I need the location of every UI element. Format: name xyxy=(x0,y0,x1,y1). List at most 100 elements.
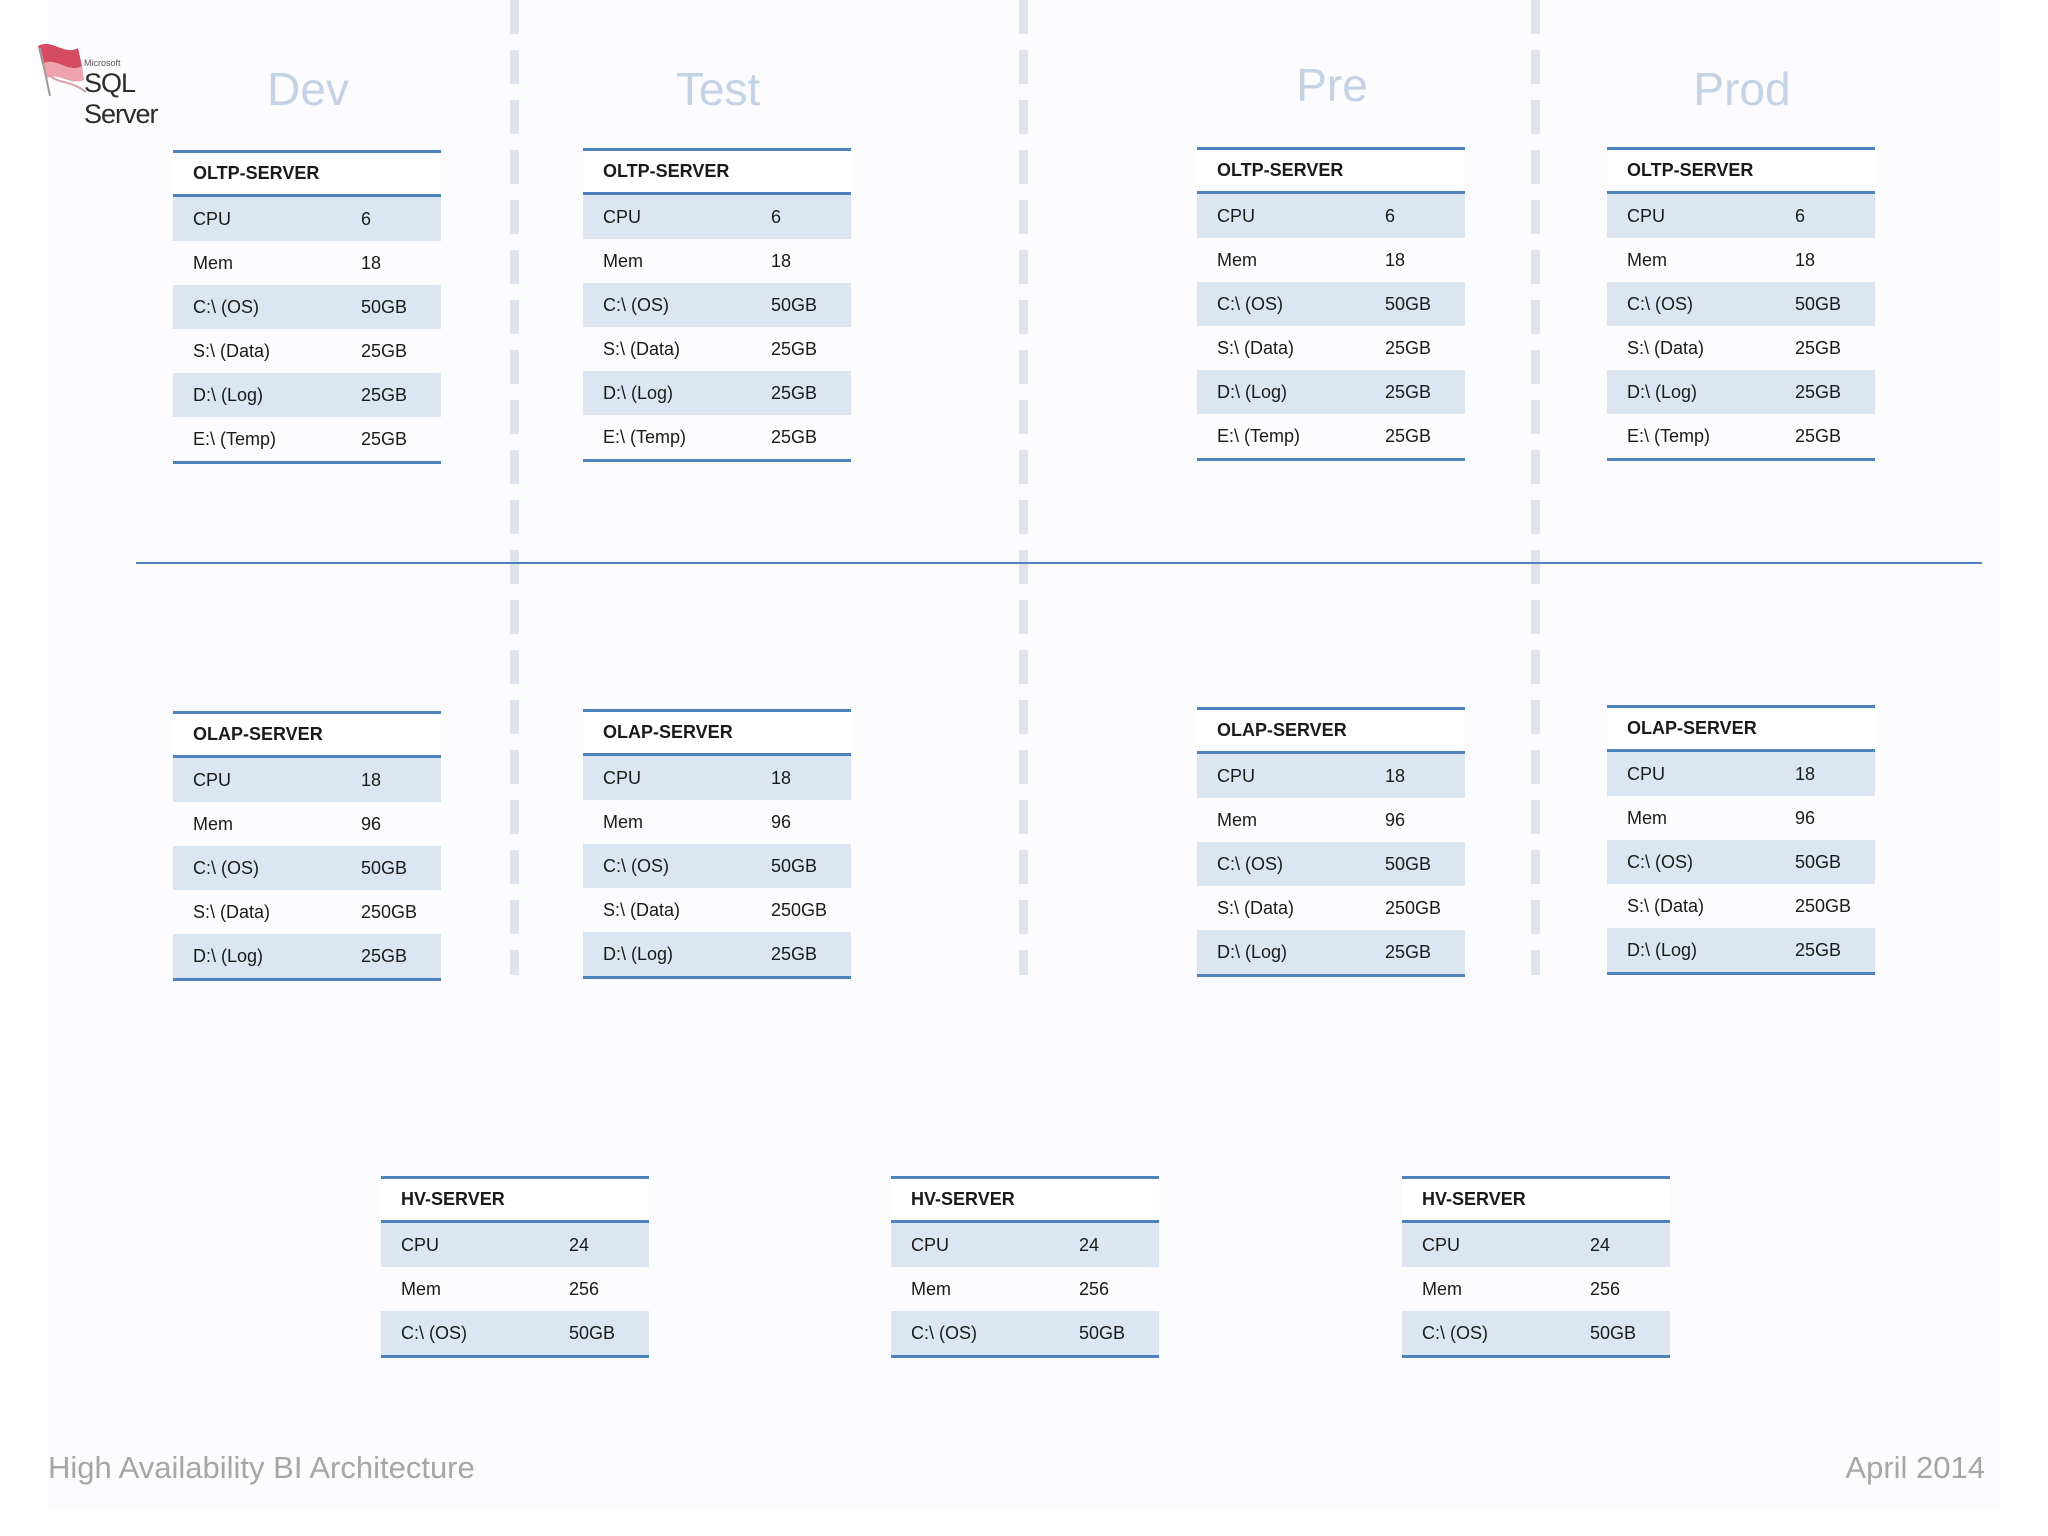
spec-value: 250GB xyxy=(1385,897,1442,918)
spec-value: 18 xyxy=(1385,249,1406,270)
spec-label: Mem xyxy=(1627,807,1667,828)
spec-label: Mem xyxy=(401,1278,441,1299)
spec-value: 18 xyxy=(361,252,382,273)
spec-label: D:\ (Log) xyxy=(173,373,341,417)
spec-value: 50GB xyxy=(1059,1311,1159,1358)
spec-label: C:\ (OS) xyxy=(583,283,751,327)
spec-value: 50GB xyxy=(1775,840,1875,884)
spec-label: Mem xyxy=(1217,249,1257,270)
spec-label: S:\ (Data) xyxy=(1217,897,1295,918)
spec-label: D:\ (Log) xyxy=(1607,928,1775,975)
spec-label: C:\ (OS) xyxy=(1402,1311,1570,1358)
spec-value: 256 xyxy=(569,1278,600,1299)
spec-label: CPU xyxy=(583,193,751,239)
spec-value: 50GB xyxy=(1365,842,1465,886)
spec-label: CPU xyxy=(173,756,341,802)
spec-label: CPU xyxy=(1607,192,1775,238)
spec-label: C:\ (OS) xyxy=(173,285,341,329)
spec-label: D:\ (Log) xyxy=(583,932,751,979)
spec-label: S:\ (Data) xyxy=(1627,337,1705,358)
spec-label: E:\ (Temp) xyxy=(1607,414,1775,461)
spec-label: D:\ (Log) xyxy=(583,371,751,415)
environment-divider xyxy=(1019,0,1028,975)
spec-value: 25GB xyxy=(1775,928,1875,975)
spec-value: 96 xyxy=(361,813,382,834)
spec-value: 25GB xyxy=(1365,414,1465,461)
spec-value: 25GB xyxy=(341,417,441,464)
spec-value: 25GB xyxy=(751,415,851,462)
logo-maker-text: Microsoft xyxy=(84,58,121,68)
spec-label: S:\ (Data) xyxy=(1627,895,1705,916)
spec-value: 18 xyxy=(1365,752,1465,798)
spec-label: C:\ (OS) xyxy=(583,844,751,888)
spec-label: CPU xyxy=(1607,750,1775,796)
spec-value: 25GB xyxy=(341,373,441,417)
spec-value: 18 xyxy=(341,756,441,802)
spec-value: 96 xyxy=(1385,809,1406,830)
spec-label: E:\ (Temp) xyxy=(583,415,751,462)
spec-label: CPU xyxy=(891,1221,1059,1267)
sql-server-logo: Microsoft SQL Server xyxy=(24,30,204,129)
spec-label: D:\ (Log) xyxy=(173,934,341,981)
spec-label: Mem xyxy=(193,813,233,834)
spec-value: 256 xyxy=(1079,1278,1110,1299)
footer-title: High Availability BI Architecture xyxy=(48,1450,475,1485)
server-title: OLTP-SERVER xyxy=(583,148,851,195)
logo-product-text: SQL Server xyxy=(84,68,159,129)
spec-label: D:\ (Log) xyxy=(1607,370,1775,414)
spec-label: Mem xyxy=(911,1278,951,1299)
spec-value: 25GB xyxy=(1385,337,1432,358)
spec-value: 25GB xyxy=(751,932,851,979)
server-title: OLAP-SERVER xyxy=(1607,705,1875,752)
env-title-prod: Prod xyxy=(1693,63,1791,115)
spec-value: 25GB xyxy=(1775,370,1875,414)
spec-value: 24 xyxy=(549,1221,649,1267)
spec-label: Mem xyxy=(193,252,233,273)
spec-label: CPU xyxy=(1197,752,1365,798)
spec-value: 50GB xyxy=(1570,1311,1670,1358)
spec-value: 50GB xyxy=(1365,282,1465,326)
spec-value: 18 xyxy=(751,754,851,800)
spec-label: C:\ (OS) xyxy=(1197,842,1365,886)
server-title: OLTP-SERVER xyxy=(173,150,441,197)
spec-label: S:\ (Data) xyxy=(603,899,681,920)
server-title: HV-SERVER xyxy=(381,1176,649,1223)
server-title: OLAP-SERVER xyxy=(173,711,441,758)
spec-value: 25GB xyxy=(1365,370,1465,414)
spec-value: 50GB xyxy=(341,285,441,329)
spec-label: S:\ (Data) xyxy=(193,340,271,361)
server-title: HV-SERVER xyxy=(1402,1176,1670,1223)
environment-divider xyxy=(510,0,519,975)
spec-value: 256 xyxy=(1590,1278,1621,1299)
spec-label: Mem xyxy=(1422,1278,1462,1299)
spec-label: C:\ (OS) xyxy=(173,846,341,890)
spec-value: 50GB xyxy=(1775,282,1875,326)
spec-value: 25GB xyxy=(771,338,818,359)
server-title: OLAP-SERVER xyxy=(583,709,851,756)
server-title: OLAP-SERVER xyxy=(1197,707,1465,754)
spec-label: C:\ (OS) xyxy=(381,1311,549,1358)
spec-label: D:\ (Log) xyxy=(1197,370,1365,414)
spec-value: 250GB xyxy=(1795,895,1852,916)
spec-label: C:\ (OS) xyxy=(1607,840,1775,884)
spec-value: 50GB xyxy=(751,283,851,327)
spec-label: S:\ (Data) xyxy=(603,338,681,359)
spec-value: 96 xyxy=(771,811,792,832)
spec-label: Mem xyxy=(603,250,643,271)
env-title-pre: Pre xyxy=(1296,59,1368,111)
spec-value: 50GB xyxy=(341,846,441,890)
spec-value: 6 xyxy=(751,193,851,239)
spec-label: E:\ (Temp) xyxy=(1197,414,1365,461)
tier-separator-line xyxy=(136,562,1982,564)
spec-value: 50GB xyxy=(751,844,851,888)
